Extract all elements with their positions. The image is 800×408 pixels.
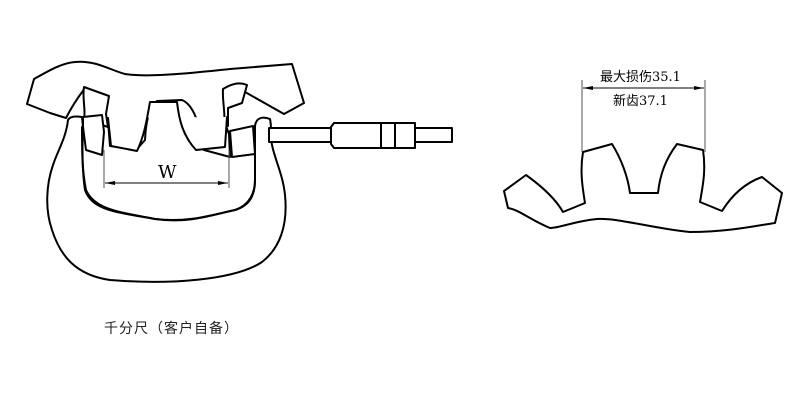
max-wear-label: 最大损伤35.1: [600, 70, 681, 85]
w-dimension-label: W: [158, 162, 177, 183]
gear-segment-right: [503, 143, 783, 233]
micrometer-assembly: W: [26, 60, 453, 283]
micrometer-caption: 千分尺（客户自备）: [104, 321, 239, 337]
micrometer-ratchet: [414, 127, 453, 143]
micrometer-sleeve: [330, 122, 416, 149]
new-tooth-label: 新齿37.1: [613, 93, 668, 109]
gear-span-figure: 最大损伤35.1 新齿37.1: [503, 70, 783, 233]
anvil-left: [82, 114, 105, 156]
micrometer-spindle: [268, 127, 332, 143]
micrometer-frame-inner: [81, 126, 256, 222]
anvil-right: [229, 125, 256, 158]
gear-tooth-right: [221, 82, 248, 129]
gear-tooth-center: [107, 101, 228, 152]
